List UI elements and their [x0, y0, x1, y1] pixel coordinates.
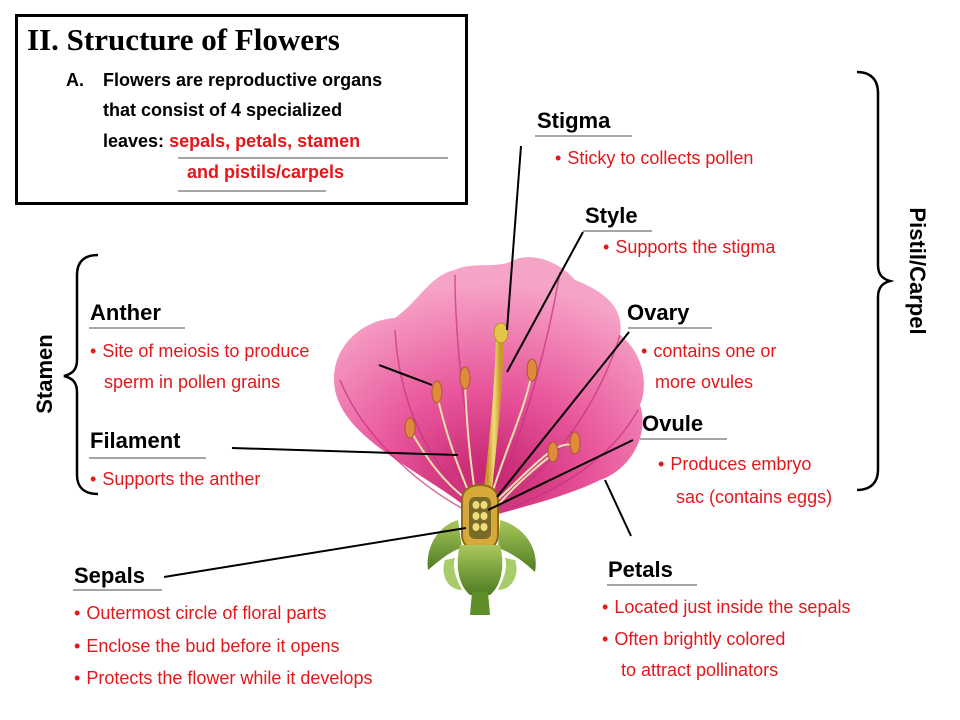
intro-line-2: that consist of 4 specialized	[103, 100, 343, 120]
stamen-bracket	[63, 253, 99, 496]
intro-marker: A.	[66, 70, 84, 90]
petals-bullet-2: •Often brightly colored	[602, 629, 786, 649]
pistil-shape	[461, 322, 509, 552]
pistil-carpel-label: Pistil/Carpel	[905, 207, 930, 335]
stigma-bullet: •Sticky to collects pollen	[555, 148, 754, 168]
stigma-label: Stigma	[537, 108, 611, 133]
pistil-bracket	[856, 70, 895, 492]
label-underlines	[73, 135, 727, 591]
ovule-label: Ovule	[642, 411, 704, 436]
sepals-bullet-2: •Enclose the bud before it opens	[74, 636, 340, 656]
ovary-bullet: •contains one or	[641, 341, 777, 361]
sepals-shape	[427, 520, 536, 615]
petals-shape	[334, 257, 644, 515]
ovary-label: Ovary	[627, 300, 690, 325]
style-bullet: •Supports the stigma	[603, 237, 776, 257]
ovary-bullet-continuation: more ovules	[655, 372, 754, 392]
anther-label: Anther	[90, 300, 161, 325]
leader-lines	[163, 145, 634, 578]
anthers-shape	[404, 358, 581, 463]
filament-label: Filament	[90, 428, 181, 453]
anther-bullet: •Site of meiosis to produce	[90, 341, 310, 361]
intro-line-3: leaves: sepals, petals, stamen	[103, 131, 360, 152]
ovule-bullet: •Produces embryo	[658, 454, 812, 474]
petals-label: Petals	[608, 557, 673, 582]
anther-bullet-continuation: sperm in pollen grains	[104, 372, 281, 392]
petals-bullet-1: •Located just inside the sepals	[602, 597, 851, 617]
title-box	[15, 14, 468, 205]
intro-line-3-parts: sepals, petals, stamen	[169, 131, 361, 151]
filament-bullet: •Supports the anther	[90, 469, 261, 489]
ovule-bullet-continuation: sac (contains eggs)	[676, 487, 833, 507]
sepals-label: Sepals	[74, 563, 145, 588]
sepals-bullet-3: •Protects the flower while it develops	[74, 668, 373, 688]
stamen-label: Stamen	[32, 334, 57, 414]
intro-line-4: and pistils/carpels	[187, 162, 345, 182]
style-label: Style	[585, 203, 638, 228]
intro-line-1: Flowers are reproductive organs	[103, 70, 383, 90]
intro-line-3-prefix: leaves:	[103, 131, 170, 151]
page-title: II. Structure of Flowers	[27, 22, 340, 57]
petals-bullet-continuation: to attract pollinators	[621, 660, 779, 680]
sepals-bullet-1: •Outermost circle of floral parts	[74, 603, 327, 623]
